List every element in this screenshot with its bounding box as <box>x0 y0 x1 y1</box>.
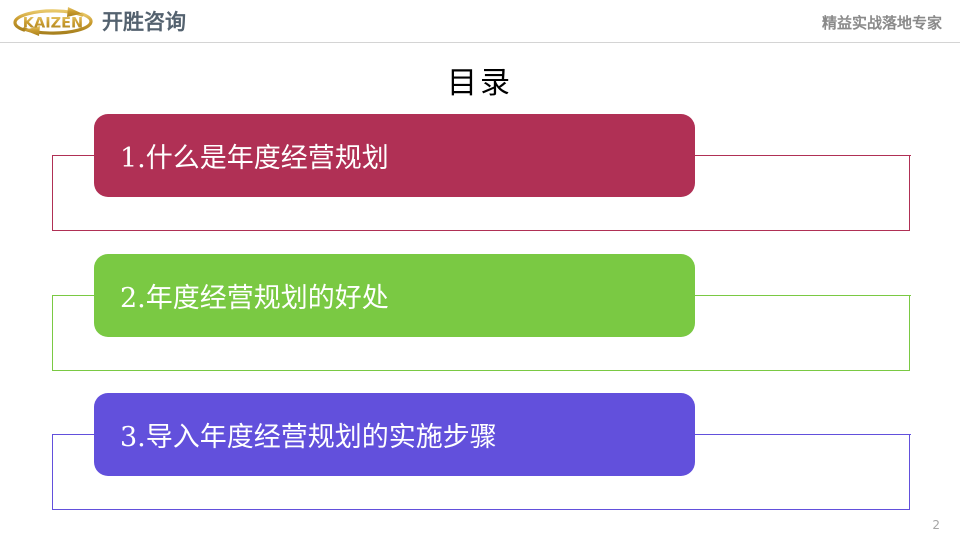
brand-name-chinese: 开胜咨询 <box>102 10 186 34</box>
agenda-pill-3[interactable] <box>94 393 695 476</box>
agenda-pill-2[interactable] <box>94 254 695 337</box>
kaizen-wordmark-text: KAIZEN <box>23 16 83 32</box>
kaizen-circular-arrow-logo-icon: KAIZEN <box>10 5 96 39</box>
agenda-connector-right-2 <box>694 295 911 297</box>
agenda-item-1[interactable]: 1.什么是年度经营规划 <box>0 114 960 239</box>
agenda-label-1: 1.什么是年度经营规划 <box>120 143 389 174</box>
agenda-label-2: 2.年度经营规划的好处 <box>120 283 389 314</box>
slide-header: KAIZEN 开胜咨询 精益实战落地专家 <box>0 0 960 43</box>
agenda-label-3: 3.导入年度经营规划的实施步骤 <box>120 422 497 453</box>
agenda-item-3[interactable]: 3.导入年度经营规划的实施步骤 <box>0 393 960 518</box>
agenda-connector-right-1 <box>694 155 911 157</box>
agenda-item-2[interactable]: 2.年度经营规划的好处 <box>0 254 960 379</box>
agenda-connector-left-2 <box>52 295 96 297</box>
header-divider <box>0 42 960 43</box>
agenda-connector-left-1 <box>52 155 96 157</box>
agenda-connector-left-3 <box>52 434 96 436</box>
header-tagline: 精益实战落地专家 <box>821 14 942 32</box>
agenda-connector-right-3 <box>694 434 911 436</box>
agenda-pill-1[interactable] <box>94 114 695 197</box>
page-number: 2 <box>932 518 940 532</box>
brand-logo: KAIZEN 开胜咨询 <box>10 4 186 40</box>
page-title: 目录 <box>447 66 513 101</box>
